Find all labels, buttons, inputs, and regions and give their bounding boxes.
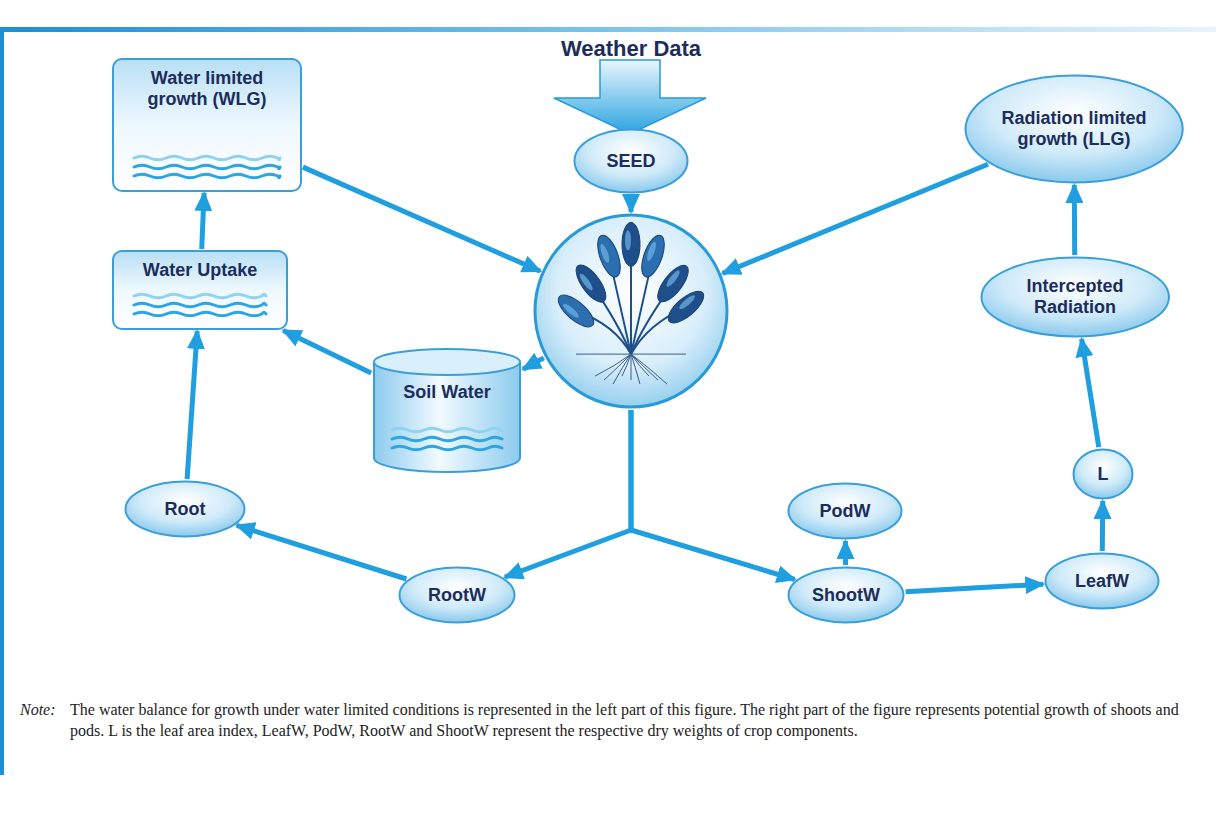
plant-circle [533, 213, 729, 409]
ellipse-outline [789, 484, 902, 539]
flow-arrow [629, 195, 634, 212]
growth-ellipse: Radiation limited growth (LLG) [964, 74, 1184, 184]
water-wave [134, 165, 280, 169]
ellipse-outline [126, 482, 245, 537]
flow-arrow [723, 164, 988, 273]
node-shape [533, 213, 729, 409]
water-wave [134, 303, 266, 307]
node-label: Water Uptake [143, 260, 257, 281]
radiation-ellipse: Intercepted Radiation [980, 256, 1170, 338]
box-outline [113, 251, 287, 329]
node-label: Root [165, 499, 206, 520]
node-label: SEED [606, 151, 655, 172]
flow-arrow [1100, 501, 1105, 551]
node-label: Intercepted Radiation [1006, 276, 1144, 317]
water-wave [134, 294, 266, 298]
cylinder-top [374, 349, 520, 375]
flow-arrow [631, 410, 795, 580]
leaf-area-ellipse: L [1072, 448, 1134, 500]
circle-outline [535, 215, 727, 407]
flow-arrow [1082, 339, 1099, 447]
node-label: PodW [820, 501, 871, 522]
box-outline [113, 59, 301, 191]
water-wave [392, 446, 502, 450]
flow-arrow [505, 410, 631, 577]
node-shape [372, 348, 522, 472]
water-wave [134, 312, 266, 316]
rootw-ellipse: RootW [398, 566, 516, 624]
water-wave [392, 428, 502, 432]
uptake-box: Water Uptake [112, 250, 288, 330]
root-ellipse: Root [124, 480, 246, 538]
seed-ellipse: SEED [573, 128, 689, 194]
water-wave [134, 174, 280, 178]
node-label: ShootW [812, 585, 880, 606]
node-label: Water limited growth (WLG) [129, 68, 285, 109]
ellipse-outline [789, 568, 904, 623]
flow-arrow [1072, 185, 1077, 255]
water-wave [134, 156, 280, 160]
plant-illustration [553, 222, 708, 384]
flow-arrow [906, 584, 1044, 592]
cylinder-body [374, 362, 520, 472]
flow-arrow [303, 167, 540, 271]
flow-arrow [523, 358, 544, 369]
note-key: Note: [20, 700, 68, 721]
node-label: Radiation limited growth (LLG) [994, 108, 1154, 149]
flow-arrow [283, 330, 371, 373]
pod-ellipse: PodW [787, 482, 903, 540]
node-label: Soil Water [403, 382, 490, 403]
ellipse-outline [1074, 450, 1133, 499]
flow-arrow [202, 193, 204, 249]
flow-arrow [237, 525, 407, 579]
node-label: LeafW [1075, 571, 1129, 592]
node-label: L [1098, 464, 1109, 485]
leafw-ellipse: LeafW [1044, 552, 1160, 610]
ellipse-outline [965, 76, 1182, 183]
flow-arrow [187, 331, 197, 479]
water-wave [392, 437, 502, 441]
flow-arrow [843, 541, 848, 565]
growth-box: Water limited growth (WLG) [112, 58, 302, 192]
ellipse-outline [1046, 554, 1159, 609]
node-label: RootW [428, 585, 486, 606]
shootw-ellipse: ShootW [787, 566, 905, 624]
ellipse-outline [400, 568, 515, 623]
ellipse-outline [575, 130, 688, 193]
ellipse-outline [981, 258, 1168, 337]
note-text: The water balance for growth under water… [70, 700, 1200, 742]
soil-water-cylinder: Soil Water [372, 348, 522, 472]
heading: Weather Data [520, 36, 742, 62]
